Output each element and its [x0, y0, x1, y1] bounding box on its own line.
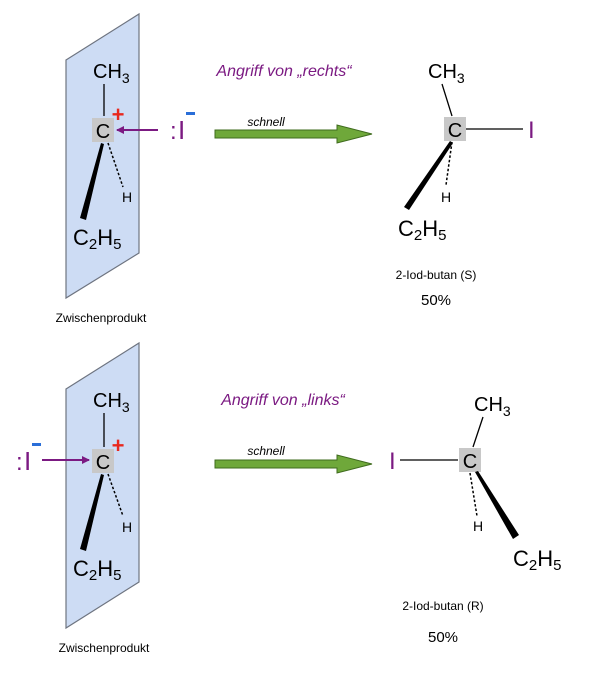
carbon-label: C	[96, 121, 110, 143]
product-yield: 50%	[428, 629, 458, 646]
top-product: CH3 C I H C2H5 2-Iod-butan (S) 50%	[396, 61, 535, 309]
c2h5-label: C2H5	[513, 546, 561, 574]
bottom-product: I C CH3 H C2H5 2-Iod-butan (R) 50%	[389, 394, 561, 646]
bond-h-dashed	[469, 472, 478, 517]
bottom-intermediate: CH3 C + H C2H5 : I Zwischenprodukt	[16, 341, 150, 655]
c2h5-label: C2H5	[73, 556, 121, 584]
plus-charge: +	[112, 433, 125, 458]
attack-direction-label: Angriff von „rechts“	[215, 63, 353, 80]
reaction-arrow	[214, 454, 373, 474]
intermediate-caption: Zwischenprodukt	[56, 311, 147, 325]
h-label: H	[122, 519, 132, 535]
carbon-label: C	[463, 451, 477, 473]
bottom-reaction-arrow-group: Angriff von „links“ schnell	[214, 392, 373, 474]
iodine-label: I	[389, 448, 396, 475]
nucleophile-colon: :	[16, 449, 23, 476]
wedge-bond	[404, 141, 453, 210]
bond-h-dashed	[107, 142, 124, 188]
nucleophile-iodide: I	[178, 115, 185, 145]
nucleophile-iodide: I	[24, 446, 31, 476]
nucleophile-colon: :	[170, 118, 177, 145]
speed-label: schnell	[247, 444, 285, 458]
ch3-label: CH3	[93, 390, 130, 415]
carbon-box	[459, 448, 481, 472]
plane	[65, 12, 140, 300]
ch3-label: CH3	[428, 61, 465, 86]
h-label: H	[441, 189, 451, 205]
bond-ch3	[472, 416, 484, 448]
attack-direction-label: Angriff von „links“	[220, 392, 346, 409]
ch3-label: CH3	[93, 61, 130, 86]
h-label: H	[473, 518, 483, 534]
carbon-label: C	[96, 452, 110, 474]
wedge-bond	[80, 474, 104, 551]
minus-charge	[32, 443, 41, 446]
carbon-box	[92, 118, 114, 142]
carbon-box	[444, 117, 466, 141]
carbon-label: C	[448, 120, 462, 142]
wedge-bond	[80, 143, 104, 220]
iodine-label: I	[528, 117, 535, 144]
top-intermediate: CH3 C + H C2H5 : I Zwischenprodukt	[56, 12, 195, 325]
c2h5-label: C2H5	[73, 225, 121, 253]
plane	[65, 341, 140, 630]
bond-h-dashed	[445, 141, 453, 186]
bond-h-dashed	[107, 473, 124, 517]
product-name: 2-Iod-butan (S)	[396, 268, 477, 282]
product-yield: 50%	[421, 292, 451, 309]
wedge-bond	[475, 471, 519, 539]
intermediate-caption: Zwischenprodukt	[59, 641, 150, 655]
ch3-label: CH3	[474, 394, 511, 419]
minus-charge	[186, 112, 195, 115]
plus-charge: +	[112, 102, 125, 127]
c2h5-label: C2H5	[398, 216, 446, 244]
top-reaction-arrow-group: Angriff von „rechts“ schnell	[214, 63, 373, 144]
speed-label: schnell	[247, 115, 285, 129]
reaction-arrow	[214, 124, 373, 144]
product-name: 2-Iod-butan (R)	[402, 599, 483, 613]
bond-ch3	[441, 83, 453, 117]
h-label: H	[122, 189, 132, 205]
carbon-box	[92, 449, 114, 473]
